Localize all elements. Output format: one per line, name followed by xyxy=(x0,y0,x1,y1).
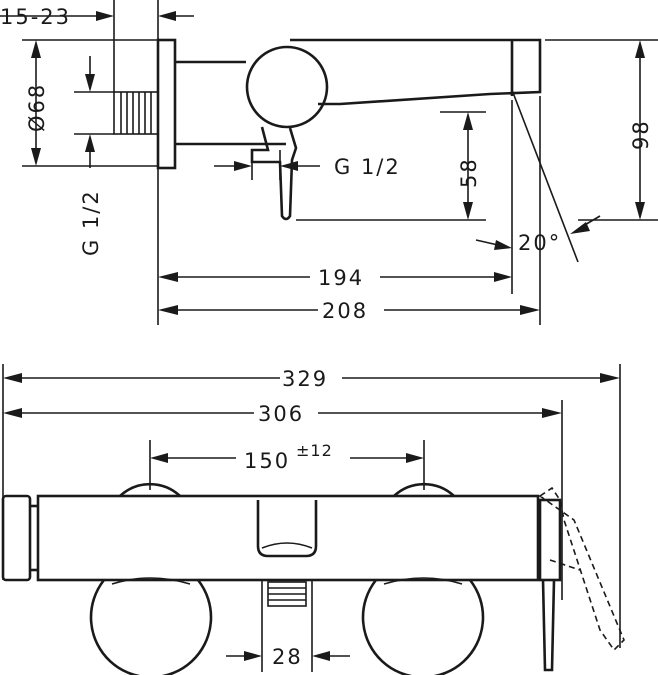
wall-connector-right xyxy=(361,579,485,675)
dim-angle: 20° xyxy=(518,231,561,255)
top-view: 329 306 150 ±12 xyxy=(1,364,625,675)
dim-centers: 150 xyxy=(244,449,290,473)
wall-connector-left xyxy=(89,579,213,675)
wall-connector-right-inner xyxy=(383,577,463,585)
dim-centers-tolerance: ±12 xyxy=(296,441,333,460)
wall-connector-left-inner xyxy=(111,577,191,585)
lever-rotated xyxy=(538,486,625,652)
wall-connector-left-top xyxy=(119,482,181,497)
spout-outlet xyxy=(256,500,318,558)
dim-thread-inlet: G 1/2 xyxy=(79,189,103,256)
dim-projection-outer: 208 xyxy=(322,299,368,323)
thread-hatching xyxy=(120,92,152,134)
dim-thread-outlet: G 1/2 xyxy=(334,155,401,179)
end-cap xyxy=(1,494,32,582)
lever-handle xyxy=(250,126,298,221)
lever-down xyxy=(541,579,556,672)
outlet-hatching xyxy=(268,587,306,601)
angle-line xyxy=(511,89,579,263)
dim-diameter: Ø68 xyxy=(25,83,49,132)
wall-connector-right-top xyxy=(393,482,455,497)
dim-total-width: 329 xyxy=(282,367,328,391)
thread-stub xyxy=(113,91,159,135)
dim-projection-inner: 194 xyxy=(318,266,364,290)
spout-body xyxy=(175,38,542,146)
mixer-body xyxy=(36,494,540,582)
handle-knob xyxy=(245,45,329,129)
dim-total-height: 98 xyxy=(629,119,653,150)
dim-outlet-width: 28 xyxy=(272,645,303,669)
dim-spout-height: 58 xyxy=(457,157,481,188)
dim-body-width: 306 xyxy=(258,402,304,426)
side-view: 15-23 Ø68 G 1/2 G 1/2 58 xyxy=(0,0,658,325)
dim-wall-depth: 15-23 xyxy=(0,5,71,29)
wall-flange xyxy=(156,38,177,170)
handle-cap xyxy=(538,498,562,582)
